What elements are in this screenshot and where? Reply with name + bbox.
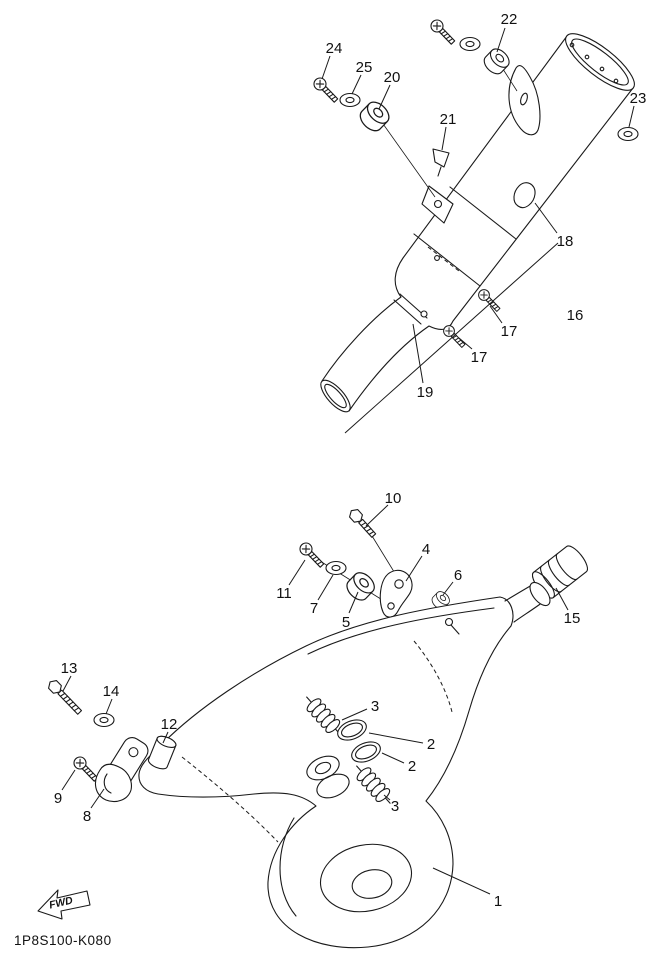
grommet-22 [480,44,514,78]
joint-sleeve-15 [531,545,589,599]
washer-23 [617,126,639,142]
grommet-20 [355,97,394,136]
screw-17a [475,286,503,315]
leader-lines [61,27,635,895]
callout-21: 21 [440,111,457,128]
bracket-4 [379,569,413,618]
part-code: 1P8S100-K080 [14,933,112,948]
washer-25 [339,92,361,108]
expansion-chamber [138,581,551,949]
o-ring-2b [351,741,381,763]
callout-24: 24 [326,40,343,57]
damper-12 [147,735,177,770]
clip-21 [432,148,450,177]
fwd-arrow: FWD [37,889,91,920]
callout-17b: 17 [471,349,488,366]
top-hardware [310,16,639,351]
callout-17a: 17 [501,323,518,340]
callout-1: 1 [494,893,502,910]
muffler-silencer [320,33,635,413]
callout-9: 9 [54,790,62,807]
muffler-hanger-bracket [508,65,541,136]
callout-20: 20 [384,69,401,86]
muffler-teardrop-hole [513,182,536,209]
callout-7: 7 [310,600,318,617]
callout-8: 8 [83,808,91,825]
bolt-13 [45,677,85,717]
bolt-10 [346,506,379,540]
bracket-8 [94,763,132,803]
callout-23: 23 [630,90,647,107]
o-ring-2a [337,719,367,741]
washer-14 [93,712,115,728]
callout-18: 18 [557,233,574,250]
callout-14: 14 [103,683,120,700]
callout-4: 4 [422,541,430,558]
callout-3b: 3 [391,798,399,815]
left-hardware [45,677,177,803]
callout-2a: 2 [427,736,435,753]
callout-2b: 2 [408,758,416,775]
assembly-axis-lines [311,65,518,619]
washer-22 [459,36,481,52]
callout-25: 25 [356,59,373,76]
callout-5: 5 [342,614,350,631]
screw-22 [427,16,458,48]
callout-10: 10 [385,490,402,507]
callout-13: 13 [61,660,78,677]
callout-19: 19 [417,384,434,401]
callout-12: 12 [161,716,178,733]
callout-6: 6 [454,567,462,584]
callout-labels: 22 24 25 20 21 23 18 16 17 17 19 10 4 6 … [54,11,647,910]
callout-11: 11 [276,585,292,602]
callout-3a: 3 [371,698,379,715]
fwd-label: FWD [48,894,74,911]
middle-hardware [296,506,589,618]
washer-7 [325,560,347,576]
group-line-16 [344,242,559,434]
callout-16: 16 [567,307,584,324]
screw-24 [310,74,341,106]
collar-5 [342,568,379,605]
callout-22: 22 [501,11,518,28]
callout-15: 15 [564,610,581,627]
